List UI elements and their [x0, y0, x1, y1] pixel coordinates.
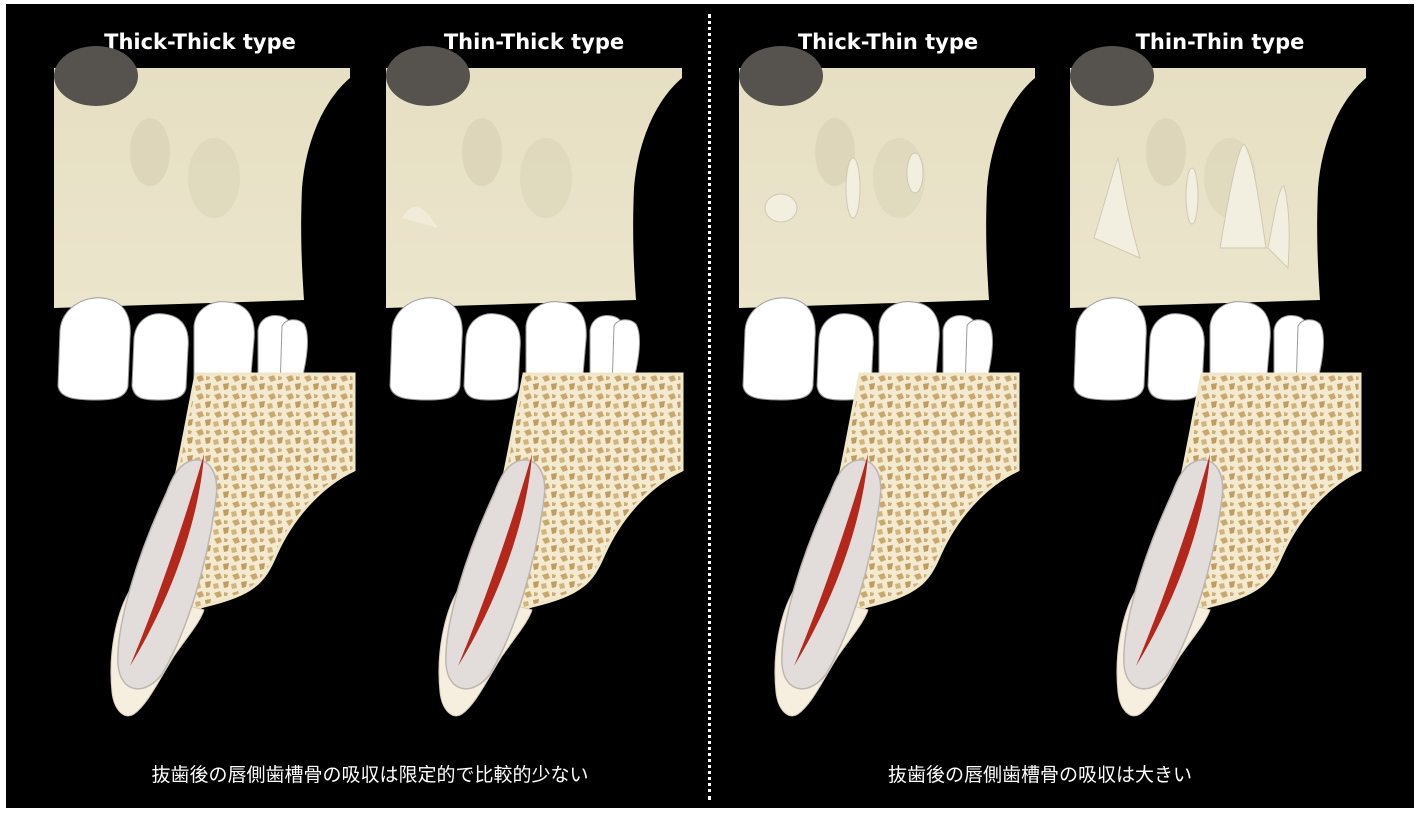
frontal-view-thin-thin	[1070, 46, 1366, 400]
caption-left: 抜歯後の唇側歯槽骨の吸収は限定的で比較的少ない	[90, 760, 650, 787]
sagittal-view-thick-thick	[111, 374, 354, 716]
caption-right: 抜歯後の唇側歯槽骨の吸収は大きい	[790, 760, 1290, 787]
frontal-view-thin-thick	[386, 46, 682, 400]
sagittal-view-thin-thin	[1117, 374, 1360, 716]
sagittal-view-thick-thin	[775, 374, 1018, 716]
sagittal-view-thin-thick	[439, 374, 682, 716]
frontal-view-thick-thick	[54, 46, 350, 400]
frontal-view-thick-thin	[739, 46, 1035, 400]
